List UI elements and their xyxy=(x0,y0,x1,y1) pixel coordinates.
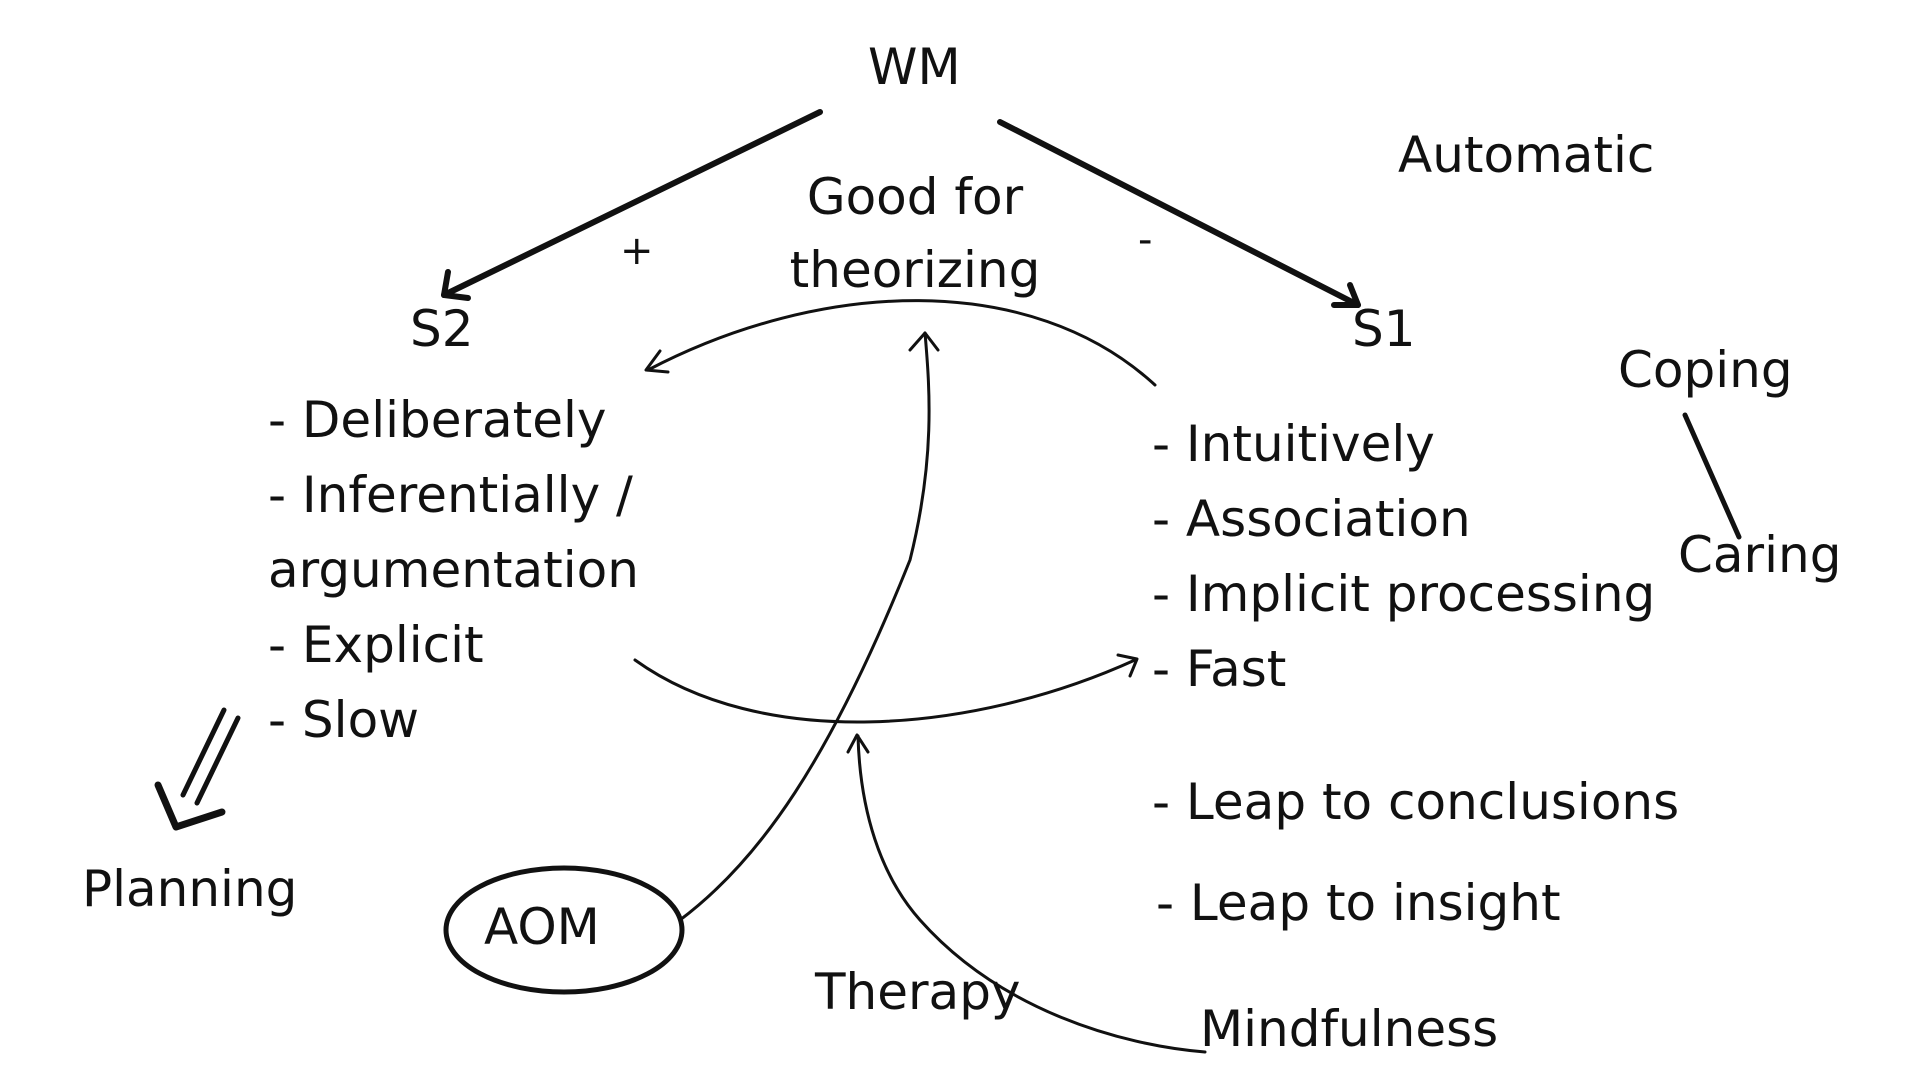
coping-label: Coping xyxy=(1618,341,1793,399)
s2-trait-item: - Explicit xyxy=(268,616,484,674)
s1-traits-list: - Intuitively - Association - Implicit p… xyxy=(1152,407,1655,707)
s2-trait-item: - Deliberately xyxy=(268,391,607,449)
good-for-text: Good for xyxy=(806,168,1024,226)
wm-to-s2-arrow xyxy=(441,109,823,301)
theorizing-text: theorizing xyxy=(789,241,1041,299)
aom-to-theorizing-arrowhead xyxy=(908,331,940,352)
leap-to-insight-label: - Leap to insight xyxy=(1156,874,1561,932)
s2-label: S2 xyxy=(410,300,474,358)
aom-ellipse xyxy=(443,865,685,995)
plus-sign: + xyxy=(620,228,654,274)
s1-trait-item: - Association xyxy=(1152,490,1471,548)
good-for-theorizing-label: Good for theorizing xyxy=(780,160,1050,308)
automatic-label: Automatic xyxy=(1398,126,1655,184)
planning-label: Planning xyxy=(82,860,298,918)
caring-label: Caring xyxy=(1678,526,1842,584)
s1-to-s2-arrowhead xyxy=(644,349,670,374)
coping-caring-connector xyxy=(1682,412,1742,540)
aom-label: AOM xyxy=(484,898,600,956)
aom-to-theorizing-arrow xyxy=(678,331,931,922)
therapy-label: Therapy xyxy=(815,963,1021,1021)
mindfulness-to-crossing-arrow xyxy=(856,734,1207,1054)
s2-trait-item: - Slow xyxy=(268,691,420,749)
s1-trait-item: - Intuitively xyxy=(1152,415,1435,473)
s1-label: S1 xyxy=(1352,300,1416,358)
mindfulness-label: Mindfulness xyxy=(1200,1000,1499,1058)
s2-trait-item: argumentation xyxy=(268,541,639,599)
s1-to-s2-curve-arrow xyxy=(646,299,1157,387)
s2-trait-item: - Inferentially / xyxy=(268,466,633,524)
s2-to-s1-arrowhead xyxy=(1116,653,1139,678)
minus-sign: - xyxy=(1138,217,1153,263)
wm-to-s1-arrow xyxy=(997,119,1361,308)
wm-label: WM xyxy=(868,38,961,96)
leap-to-conclusions-label: - Leap to conclusions xyxy=(1152,773,1680,831)
mindfulness-arrowhead xyxy=(846,733,870,754)
s2-traits-list: - Deliberately - Inferentially / argumen… xyxy=(268,383,639,758)
s1-trait-item: - Implicit processing xyxy=(1152,565,1656,623)
s2-to-s1-curve-arrow xyxy=(633,658,1137,724)
s1-trait-item: - Fast xyxy=(1152,640,1287,698)
s2-to-planning-double-arrow xyxy=(154,707,241,831)
